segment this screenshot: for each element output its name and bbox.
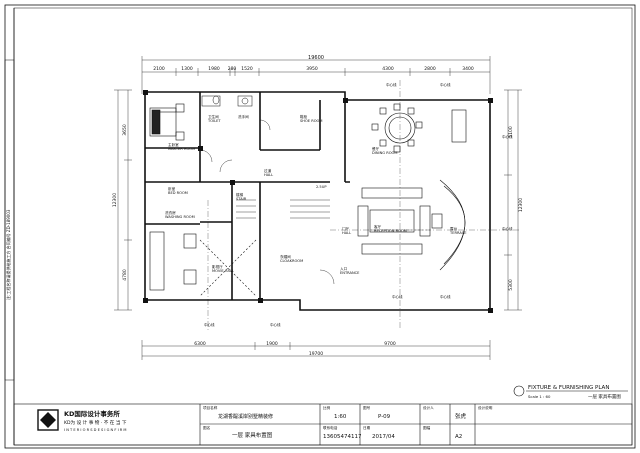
door-swings — [199, 119, 335, 285]
left-segment-labels: 3650 12300 4780 — [112, 124, 128, 281]
svg-text:2800: 2800 — [424, 66, 436, 72]
left-dimensions — [114, 89, 132, 311]
drawing-frame — [13, 7, 633, 446]
living-set — [357, 179, 466, 271]
title-block-labels: 项目名称 图名 比例 联系电话 图号 日期 设计人 图幅 设计说明 — [203, 405, 493, 430]
project-name: 龙湖香醍溪岸别墅精装修 — [218, 413, 273, 420]
firm-logo: KD国际设计事务所 KD为 设 计 事 物 · 不 在 当 下 I N T E … — [37, 409, 127, 432]
svg-text:日期: 日期 — [363, 425, 371, 430]
svg-text:项目名称: 项目名称 — [203, 405, 218, 410]
svg-text:3650: 3650 — [122, 124, 128, 136]
svg-text:5100: 5100 — [508, 126, 514, 138]
plan-title-cn: 一层 家具布置图 — [588, 393, 621, 400]
svg-text:12300: 12300 — [112, 193, 118, 207]
center-line-labels: 中心线 中心线 中心线 中心线 中心线 中心线 中心线 中心线 — [204, 82, 513, 327]
svg-text:联系电话: 联系电话 — [323, 425, 338, 430]
svg-text:图名: 图名 — [203, 425, 211, 430]
svg-text:中心线: 中心线 — [204, 322, 215, 327]
svg-text:中心线: 中心线 — [440, 82, 451, 87]
svg-text:4780: 4780 — [122, 269, 128, 281]
svg-text:设计人: 设计人 — [423, 405, 434, 410]
drawing-name: 一层 家具布置图 — [232, 431, 273, 439]
plan-title-scale: Scale 1 : 60 — [528, 394, 551, 399]
room-washroom: 洗手间 — [238, 114, 249, 119]
svg-text:中心线: 中心线 — [440, 294, 451, 299]
title-block — [13, 403, 633, 446]
svg-text:KD为 设 计 事 物 · 不 在 当 下: KD为 设 计 事 物 · 不 在 当 下 — [64, 419, 127, 426]
svg-text:280: 280 — [228, 66, 237, 72]
walls — [144, 91, 491, 311]
side-strip-text: 注:工程名称请提供给施工方 合同编号 ZD-189003 — [5, 209, 11, 300]
bottom-dimensions — [141, 340, 491, 360]
svg-text:I N T E R I O R S D E S I G N: I N T E R I O R S D E S I G N F I R M — [64, 428, 127, 432]
phone-value: 13605474117 — [323, 434, 362, 440]
plan-title: FIXTURE & FURNISHING PLAN Scale 1 : 60 一… — [513, 385, 628, 400]
title-block-values: 龙湖香醍溪岸别墅精装修 一层 家具布置图 1:60 13605474117 P-… — [218, 412, 467, 440]
svg-text:中心线: 中心线 — [392, 294, 403, 299]
svg-text:9700: 9700 — [384, 341, 396, 347]
right-segment-labels: 5100 12300 5300 — [508, 126, 524, 291]
scale-value: 1:60 — [334, 414, 347, 420]
movie-hall-set — [149, 231, 257, 297]
size-value: A2 — [455, 434, 462, 440]
svg-text:图号: 图号 — [363, 405, 371, 410]
svg-text:4300: 4300 — [382, 66, 394, 72]
svg-text:1300: 1300 — [181, 66, 193, 72]
side-strip — [4, 59, 15, 381]
svg-text:设计说明: 设计说明 — [478, 405, 493, 410]
room-stair2: 2.5UP — [316, 185, 327, 189]
plan-title-en: FIXTURE & FURNISHING PLAN — [528, 385, 609, 391]
top-segment-labels: 2100 1300 1980 280 1520 3950 4300 2800 3… — [153, 66, 474, 72]
svg-text:中心线: 中心线 — [502, 134, 513, 139]
toilet-fixtures — [201, 95, 253, 107]
svg-text:3950: 3950 — [306, 66, 318, 72]
designer-value: 张虎 — [455, 412, 467, 420]
dining-set — [371, 103, 467, 153]
svg-text:19700: 19700 — [309, 351, 323, 357]
svg-text:3400: 3400 — [462, 66, 474, 72]
sheet-value: P-09 — [378, 414, 391, 420]
svg-text:12300: 12300 — [518, 198, 524, 212]
top-total-dimension: 19600 — [308, 55, 324, 61]
right-dimensions — [504, 89, 522, 311]
date-value: 2017/04 — [372, 434, 395, 440]
svg-text:中心线: 中心线 — [386, 82, 397, 87]
svg-text:比例: 比例 — [323, 405, 331, 410]
svg-text:KD国际设计事务所: KD国际设计事务所 — [64, 409, 120, 418]
svg-text:6300: 6300 — [194, 341, 206, 347]
svg-text:中心线: 中心线 — [502, 226, 513, 231]
svg-text:中心线: 中心线 — [270, 322, 281, 327]
bottom-segment-labels: 6300 1900 9700 19700 — [194, 341, 396, 357]
svg-text:1900: 1900 — [266, 341, 278, 347]
svg-text:5300: 5300 — [508, 279, 514, 291]
master-bed — [149, 103, 185, 141]
svg-text:图幅: 图幅 — [423, 425, 431, 430]
top-dimensions — [141, 56, 491, 94]
svg-text:1520: 1520 — [241, 66, 253, 72]
svg-text:2100: 2100 — [153, 66, 165, 72]
stairs — [236, 199, 330, 219]
sheet-frame — [4, 4, 636, 449]
wall-fills — [143, 90, 493, 313]
svg-text:1980: 1980 — [208, 66, 220, 72]
center-lines — [207, 80, 520, 330]
